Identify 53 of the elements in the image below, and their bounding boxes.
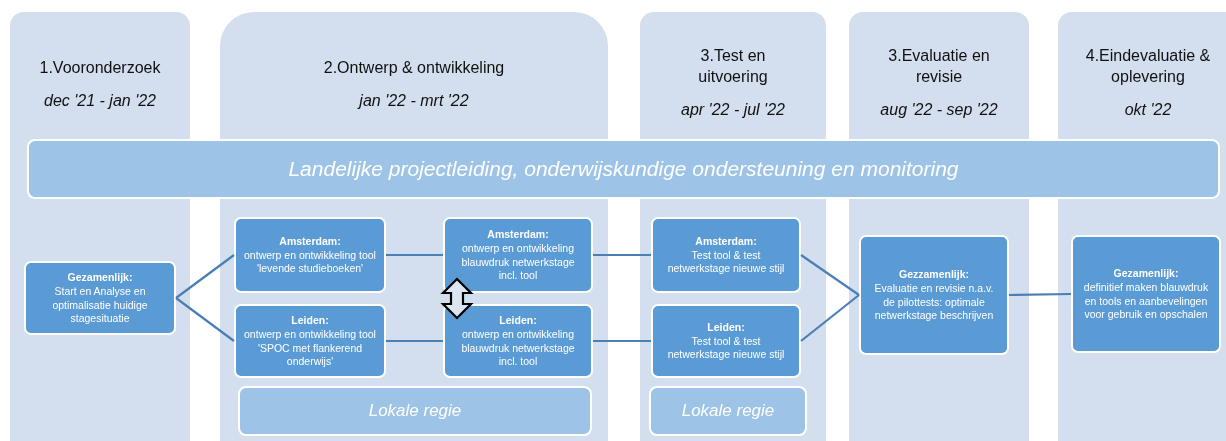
activity-box bbox=[1071, 235, 1221, 353]
activity-box bbox=[443, 217, 593, 293]
local-direction-text: Lokale regie bbox=[681, 401, 775, 421]
phase-title: 1.Vooronderzoek bbox=[38, 58, 162, 78]
connector-line bbox=[800, 254, 860, 296]
activity-box bbox=[859, 235, 1009, 355]
phase-period: dec '21 - jan '22 bbox=[43, 92, 157, 110]
activity-heading: Gezamenlijk: bbox=[67, 271, 133, 285]
connector-line bbox=[386, 339, 443, 343]
phase-title: 3.Evaluatie en revisie bbox=[887, 46, 991, 87]
activity-description: Test tool & test netwerkstage nieuwe stijl bbox=[666, 334, 786, 362]
activity-heading: Amsterdam: bbox=[279, 234, 341, 248]
activity-description: Test tool & test netwerkstage nieuwe stijl bbox=[666, 248, 786, 276]
activity-box bbox=[443, 304, 593, 378]
phase-title: 3.Test en uitvoering bbox=[697, 46, 769, 87]
activity-box bbox=[234, 304, 386, 378]
activity-description: Start en Analyse en optimalisatie huidige stagesituatie bbox=[51, 285, 149, 325]
connector-line bbox=[386, 253, 443, 257]
local-direction-bar bbox=[649, 386, 807, 436]
activity-description: Evaluatie en revisie n.a.v. de pilottests: optimale netwerkstage beschrijven bbox=[873, 282, 995, 322]
connector-line bbox=[800, 294, 860, 342]
activity-heading: Leiden: bbox=[707, 320, 745, 334]
connector-line bbox=[175, 254, 235, 299]
activity-description: definitief maken blauwdruk en tools en aanbevelingen voor gebruik en opschalen bbox=[1082, 281, 1210, 321]
phase-title: 4.Eindevaluatie & oplevering bbox=[1085, 46, 1211, 87]
activity-heading: Leiden: bbox=[291, 314, 329, 328]
activity-description: ontwerp en ontwikkeling tool 'SPOC met flankerend onderwijs' bbox=[244, 328, 376, 368]
local-direction-bar bbox=[238, 386, 592, 436]
activity-box bbox=[651, 217, 801, 293]
connector-line bbox=[593, 339, 651, 343]
phase-title: 2.Ontwerp & ontwikkeling bbox=[322, 58, 506, 78]
connector-line bbox=[175, 297, 235, 342]
activity-box bbox=[24, 261, 176, 335]
banner-text: Landelijke projectleiding, onderwijskundige ondersteuning en monitoring bbox=[288, 157, 959, 181]
activity-heading: Leiden: bbox=[499, 314, 537, 328]
activity-box bbox=[234, 217, 386, 293]
activity-heading: Gezzamenlijk: bbox=[899, 268, 969, 282]
activity-heading: Amsterdam: bbox=[487, 228, 549, 242]
phase-period: aug '22 - sep '22 bbox=[879, 101, 999, 119]
phase-period: jan '22 - mrt '22 bbox=[356, 92, 470, 110]
phase-period: apr '22 - jul '22 bbox=[680, 101, 786, 119]
activity-heading: Amsterdam: bbox=[695, 234, 757, 248]
connector-line bbox=[1009, 292, 1071, 297]
activity-heading: Gezamenlijk: bbox=[1113, 267, 1179, 281]
local-direction-text: Lokale regie bbox=[368, 401, 462, 421]
phase-period: okt '22 bbox=[1123, 101, 1173, 119]
double-arrow bbox=[440, 277, 474, 320]
activity-description: ontwerp en ontwikkeling blauwdruk netwerkstage incl. tool bbox=[460, 328, 576, 368]
activity-box bbox=[651, 304, 801, 378]
activity-description: ontwerp en ontwikkeling tool 'levende studieboeken' bbox=[244, 248, 376, 276]
project-banner bbox=[27, 139, 1220, 199]
connector-line bbox=[593, 253, 651, 257]
activity-description: ontwerp en ontwikkeling blauwdruk netwerkstage incl. tool bbox=[460, 242, 576, 282]
